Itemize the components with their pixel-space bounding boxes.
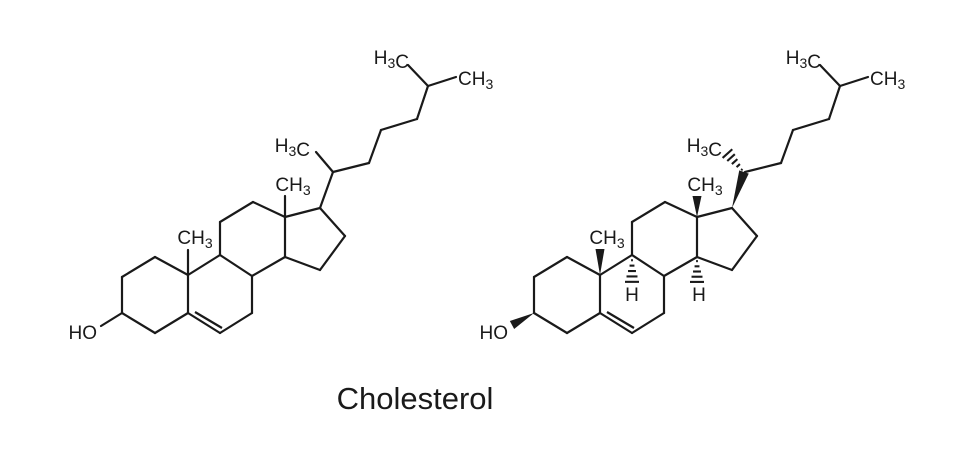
double-bond-inner-line: [194, 311, 223, 329]
bond-line: [218, 253, 254, 278]
atom-label: H: [692, 285, 706, 306]
bond-line: [250, 255, 287, 278]
bond-line: [251, 200, 287, 219]
hash-bond-stroke: [731, 158, 739, 165]
atom-label: H3C: [786, 48, 821, 73]
bond-line: [314, 150, 335, 174]
atom-label: CH3: [589, 228, 624, 251]
bond-line: [153, 255, 190, 277]
bond-line: [630, 311, 666, 335]
hash-bond-stroke: [721, 148, 733, 159]
bond-line: [283, 206, 322, 219]
bond-line: [565, 311, 602, 335]
atom-label: CH3: [275, 175, 310, 198]
double-bond-inner-line: [606, 311, 635, 329]
bond-line: [695, 255, 734, 272]
atom-label: CH3: [687, 175, 722, 198]
bond-line: [283, 255, 322, 272]
bond-line: [367, 128, 383, 165]
bond-line: [331, 161, 371, 174]
bond-line: [186, 253, 222, 277]
bond-line: [406, 63, 430, 88]
bond-line: [415, 84, 430, 121]
bond-line: [318, 234, 347, 272]
bond-line: [532, 255, 569, 279]
bond-line: [318, 206, 347, 238]
bond-line: [218, 200, 255, 224]
atom-label: H3C: [687, 136, 722, 161]
atom-label: H3C: [275, 136, 310, 161]
bond-line: [99, 311, 124, 328]
bond-line: [186, 311, 222, 335]
bond-line: [695, 206, 734, 219]
bond-line: [426, 75, 458, 88]
atom-label: HO: [479, 323, 508, 344]
hash-bond-stroke: [740, 168, 744, 171]
wedge-bond: [692, 196, 702, 217]
bond-line: [120, 255, 157, 279]
bond-line: [565, 255, 602, 277]
bond-line: [827, 84, 842, 121]
bond-line: [663, 200, 699, 219]
atom-label: CH3: [177, 228, 212, 251]
wedge-bond: [595, 249, 605, 275]
wedge-bond: [732, 170, 749, 208]
bond-line: [743, 161, 783, 174]
wedge-bond: [509, 313, 534, 329]
bond-line: [598, 253, 634, 277]
atom-label: CH3: [458, 69, 493, 92]
bond-line: [630, 253, 666, 278]
figure-title: Cholesterol: [336, 381, 494, 416]
bond-line: [630, 200, 667, 224]
bond-line: [730, 234, 759, 272]
bond-line: [838, 75, 870, 88]
atom-label: HO: [68, 323, 97, 344]
bond-line: [153, 311, 190, 335]
bond-line: [662, 255, 699, 278]
atom-label: H: [625, 285, 639, 306]
hash-bond-stroke: [735, 163, 741, 168]
bond-line: [791, 117, 831, 132]
bond-line: [379, 117, 419, 132]
bond-line: [598, 311, 634, 335]
bond-line: [730, 206, 759, 238]
hash-bond-stroke: [726, 153, 736, 162]
bond-line: [818, 63, 842, 88]
bond-line: [779, 128, 795, 165]
atom-label: CH3: [870, 69, 905, 92]
bond-line: [532, 311, 569, 335]
atom-label: H3C: [374, 48, 409, 73]
bond-line: [218, 311, 254, 335]
bond-line: [120, 311, 157, 335]
bond-line: [318, 170, 335, 210]
